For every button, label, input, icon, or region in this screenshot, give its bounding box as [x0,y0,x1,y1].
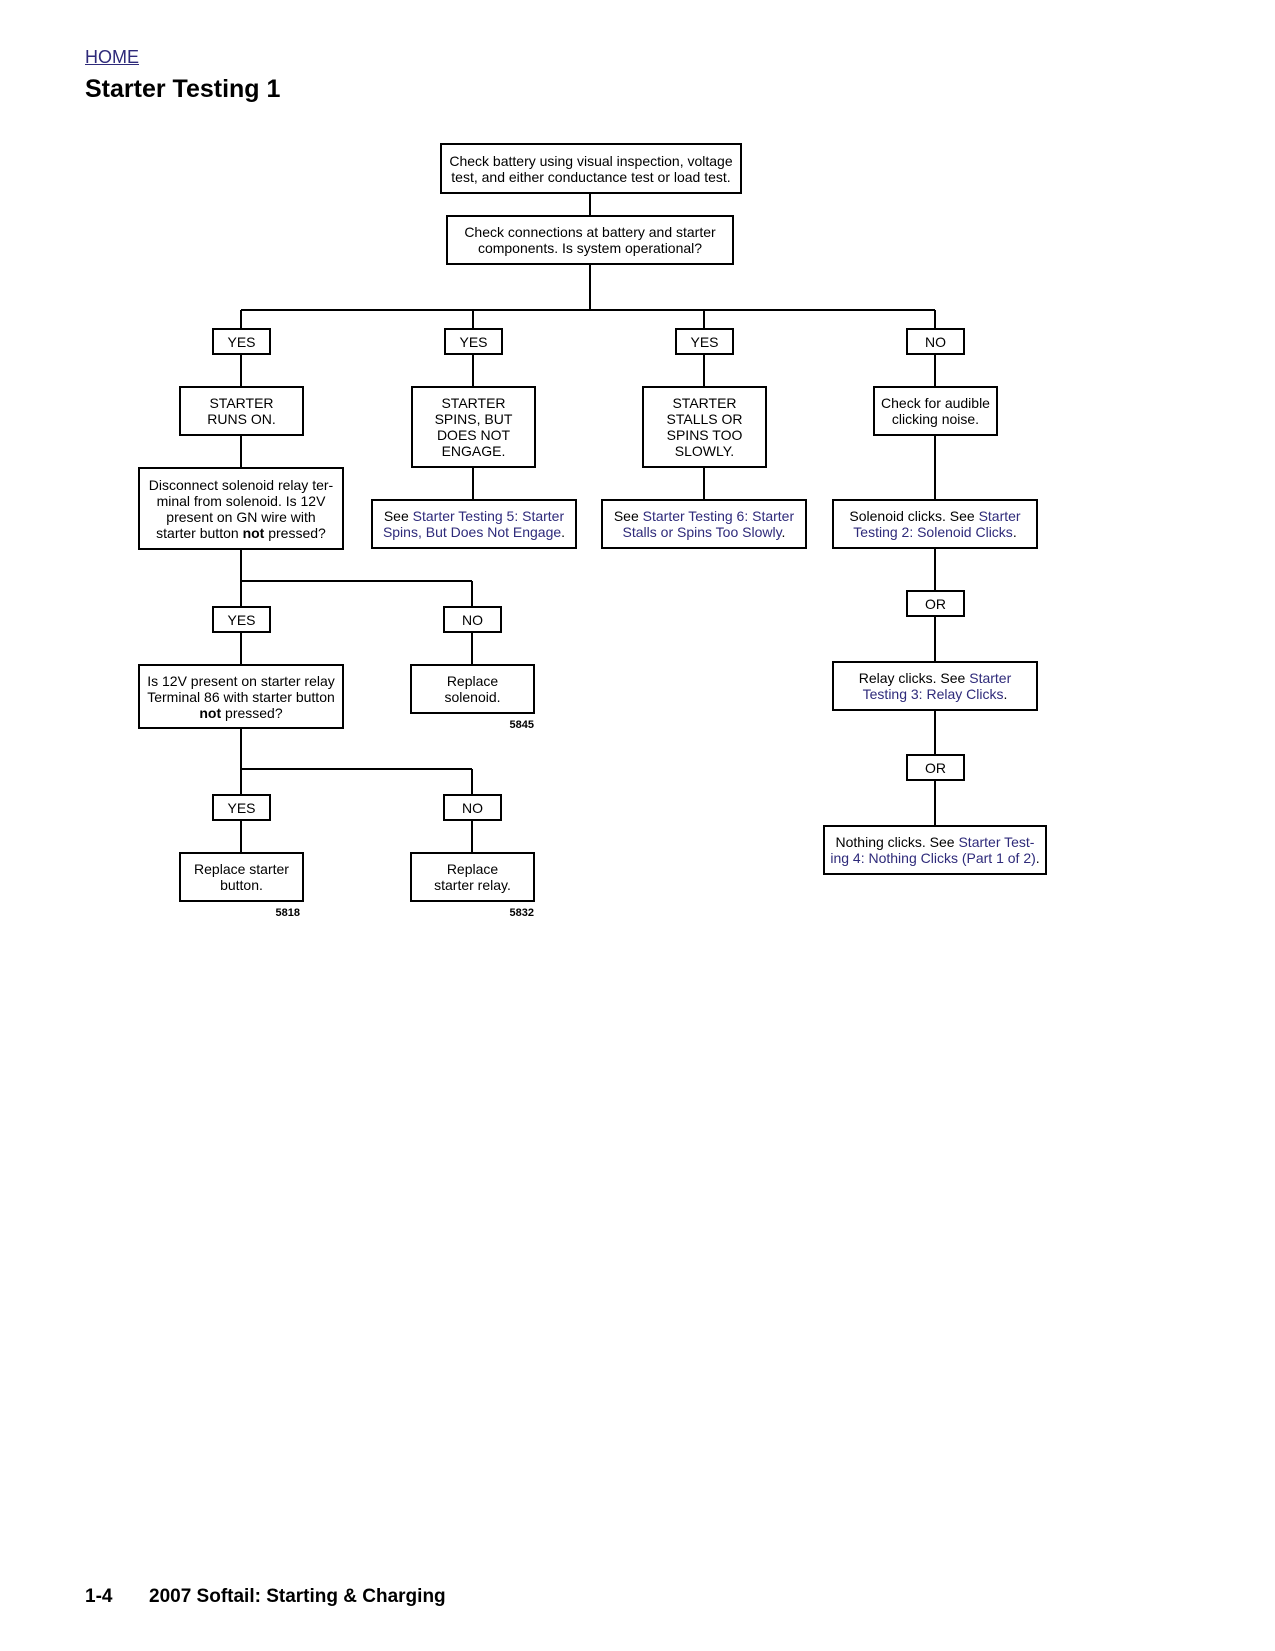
audible-clicking-box: Check for audible clicking noise. [873,386,998,436]
page-footer: 1-4 2007 Softail: Starting & Charging [85,1586,446,1608]
starter-testing-6-link[interactable]: Starter Testing 6: Starter Stalls or Spi… [622,508,795,540]
figure-number-relay: 5832 [509,907,534,919]
check-battery-box: Check battery using visual inspection, v… [440,143,742,194]
manual-title: 2007 Softail: Starting & Charging [149,1586,446,1607]
or-label-first: OR [906,590,965,617]
yes-label-terminal-86: YES [212,794,271,821]
see-testing-6-box: See Starter Testing 6: Starter Stalls or… [601,499,807,549]
starter-testing-3-link[interactable]: Starter Testing 3: Relay Clicks [862,670,1012,702]
replace-starter-button-box: Replace starter button. [179,852,304,902]
see-testing-5-box: See Starter Testing 5: Starter Spins, Bu… [371,499,577,549]
starter-testing-4-link[interactable]: Starter Test-ing 4: Nothing Clicks (Part… [830,834,1036,866]
yes-label-spins: YES [444,328,503,355]
or-label-second: OR [906,754,965,781]
starter-stalls-box: STARTER STALLS OR SPINS TOO SLOWLY. [642,386,767,468]
nothing-clicks-box: Nothing clicks. See Starter Test-ing 4: … [823,825,1047,875]
no-label-operational: NO [906,328,965,355]
starter-runs-on-box: STARTER RUNS ON. [179,386,304,436]
page-title: Starter Testing 1 [85,75,281,103]
starter-spins-box: STARTER SPINS, BUT DOES NOT ENGAGE. [411,386,536,468]
replace-solenoid-box: Replace solenoid. [410,664,535,714]
starter-testing-2-link[interactable]: Starter Testing 2: Solenoid Clicks [853,508,1021,540]
check-connections-box: Check connections at battery and starter… [446,215,734,265]
is-12v-terminal-86-box: Is 12V present on starter relay Terminal… [138,664,344,729]
figure-number-solenoid: 5845 [509,719,534,731]
replace-starter-relay-box: Replace starter relay. [410,852,535,902]
disconnect-solenoid-box: Disconnect solenoid relay ter-minal from… [138,467,344,550]
no-label-12v-gn: NO [443,606,502,633]
starter-testing-5-link[interactable]: Starter Testing 5: Starter Spins, But Do… [382,508,565,540]
solenoid-clicks-box: Solenoid clicks. See Starter Testing 2: … [832,499,1038,549]
figure-number-button: 5818 [275,907,300,919]
page-number: 1-4 [85,1586,113,1607]
yes-label-12v-gn: YES [212,606,271,633]
home-link[interactable]: HOME [85,47,139,67]
yes-label-runs-on: YES [212,328,271,355]
no-label-terminal-86: NO [443,794,502,821]
yes-label-stalls: YES [675,328,734,355]
relay-clicks-box: Relay clicks. See Starter Testing 3: Rel… [832,661,1038,711]
